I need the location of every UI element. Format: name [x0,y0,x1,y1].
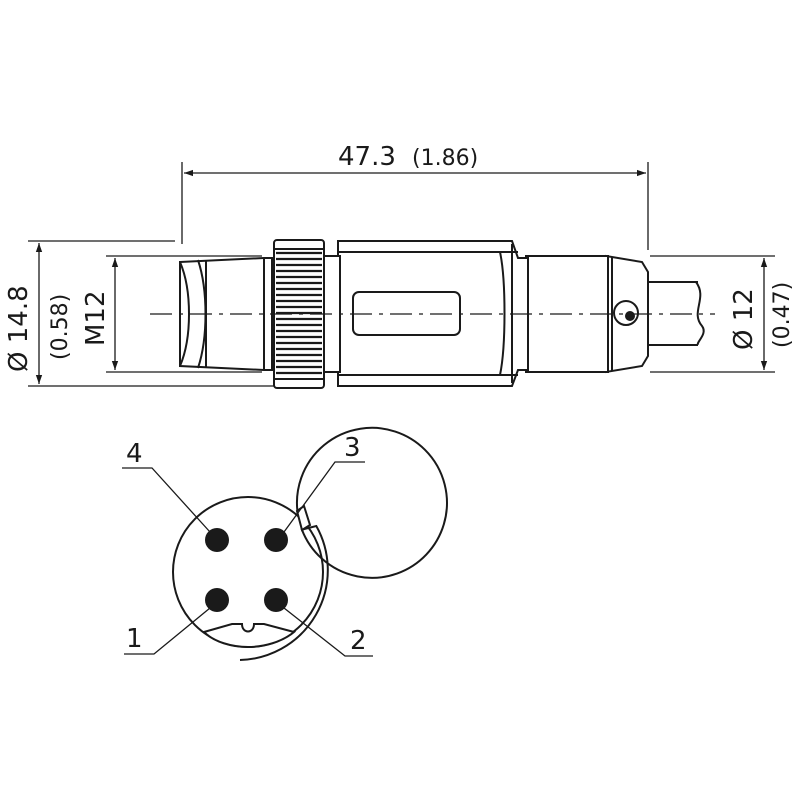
pin-1-label: 1 [126,624,143,654]
length-mm-label: 47.3 [338,142,396,172]
knurl-pattern [276,251,322,375]
coding-notch-top [295,504,312,532]
thread-dimension: M12 [81,255,262,373]
connector-face-outline [239,426,448,661]
pin-4-label: 4 [126,439,143,469]
pin-face-view: 4 3 1 2 [122,426,448,661]
thread-label: M12 [81,290,111,346]
pin-4-leader [122,467,211,533]
side-view: 47.3 (1.86) Ø 14.8 (0.58) M12 Ø 12 (0.47… [4,142,795,389]
body-diameter-dimension: Ø 14.8 (0.58) [4,240,275,387]
pin-2-label: 2 [350,626,367,656]
pin-3-label: 3 [344,433,361,463]
body-diameter-mm-label: Ø 14.8 [4,285,34,372]
pin-2-leader [283,607,373,657]
coding-key-bottom [202,623,297,649]
pin-2-contact [264,588,288,612]
length-dimension: 47.3 (1.86) [181,142,649,250]
pin-1-contact [205,588,229,612]
pin-3-contact [264,528,288,552]
cable-diameter-mm-label: Ø 12 [729,288,759,350]
pin-3-leader [283,461,365,533]
pin-1-leader [124,607,211,655]
cable-diameter-in-label: (0.47) [770,282,795,348]
body-diameter-in-label: (0.58) [48,294,73,360]
pin-4-contact [205,528,229,552]
cable-diameter-dimension: Ø 12 (0.47) [650,255,795,373]
length-in-label: (1.86) [412,146,478,171]
cable [640,281,705,346]
